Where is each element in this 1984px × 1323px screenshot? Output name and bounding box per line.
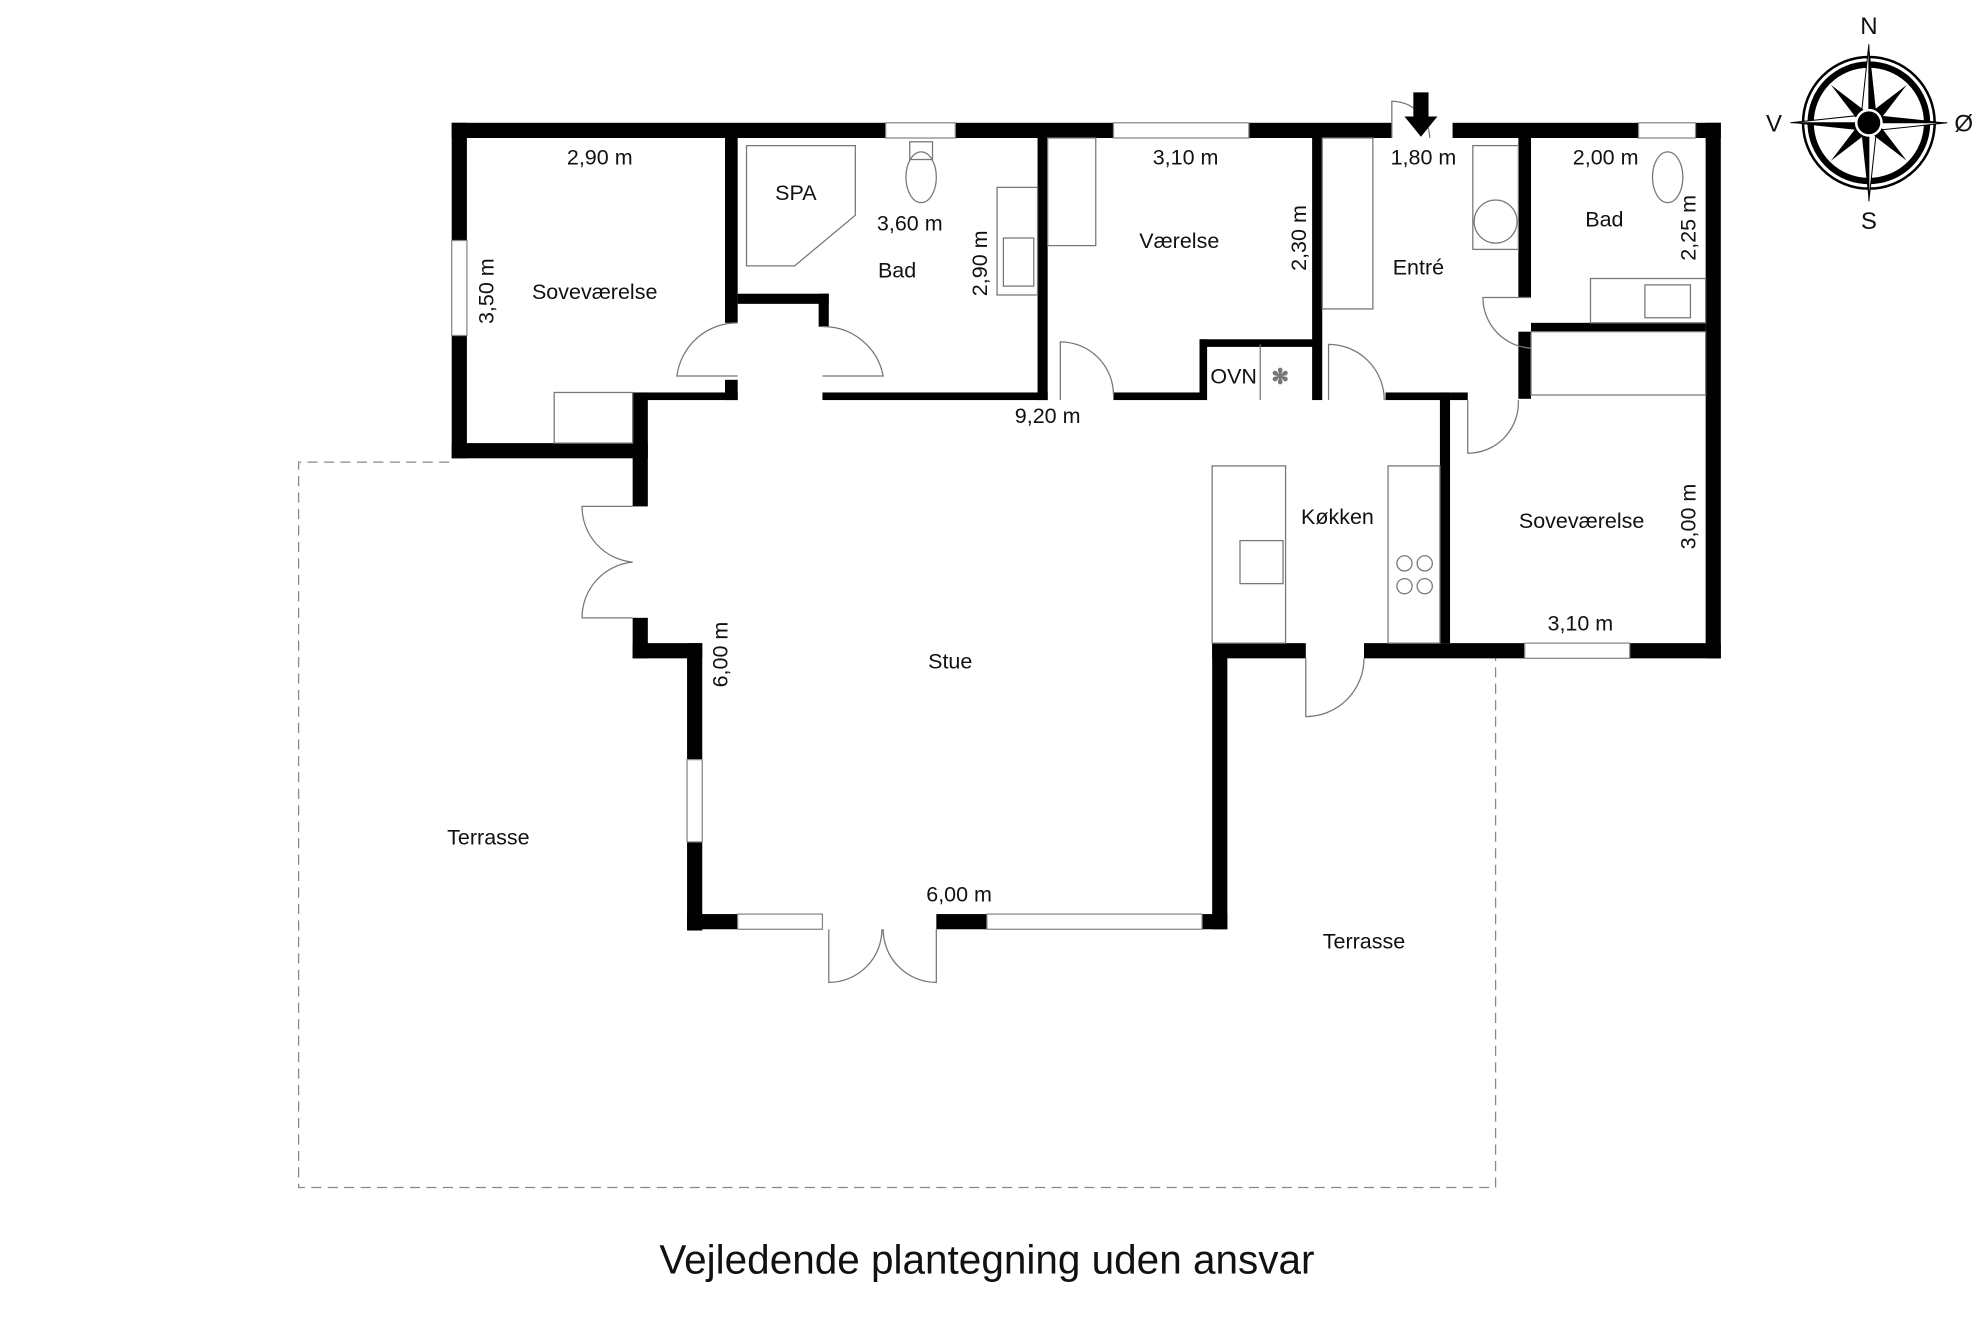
dim-label: 6,00 m [926,882,992,906]
room-label: Soveværelse [1519,509,1644,533]
sink-icon [996,186,1039,296]
toilet-icon [1651,151,1684,204]
dim-label: 3,00 m [1677,484,1701,550]
compass-south: S [1861,208,1877,235]
walls [451,122,1721,931]
dim-label: 6,00 m [709,622,733,688]
dim-label: 2,90 m [567,146,633,170]
dim-label: 3,10 m [1153,146,1219,170]
room-label: Terrasse [447,825,529,849]
labels: 2,90 m Soveværelse 3,50 m SPA 3,60 m Bad… [447,146,1700,1283]
counter [1387,465,1441,644]
counter [1211,465,1287,644]
compass-east: Ø [1954,111,1973,138]
room-label: Køkken [1301,505,1374,529]
room-label: Værelse [1139,229,1219,253]
overall-width-label: 9,20 m [1015,404,1081,428]
toilet-icon [905,151,937,204]
dim-label: 2,90 m [968,230,992,296]
dim-label: 3,10 m [1548,611,1614,635]
oven-label: OVN [1210,365,1257,389]
dim-label: 2,00 m [1573,146,1639,170]
dim-label: 3,50 m [474,258,498,324]
spa-tub [745,144,856,267]
washer-icon [1473,199,1518,244]
room-label: Bad [878,258,916,282]
stove-icon [1396,555,1413,572]
caption: Vejledende plantegning uden ansvar [659,1237,1314,1283]
compass-rose-icon: N S V Ø [1766,13,1973,235]
dim-label: 1,80 m [1391,146,1457,170]
dim-label: 2,25 m [1677,195,1701,261]
compass-north: N [1860,13,1877,40]
dim-label: 2,30 m [1287,205,1311,271]
sink-icon [1239,539,1284,585]
sink-icon [1644,284,1692,319]
dim-label: 3,60 m [877,211,943,235]
fixtures: ✻ [553,137,1707,644]
entrance-arrow-icon [1404,92,1438,137]
room-label: Stue [928,649,972,673]
freezer-icon: ✻ [1272,367,1289,389]
doors [581,100,1532,984]
room-label: Entré [1393,256,1444,280]
terrace-outline [297,461,1497,1189]
room-label: Bad [1585,208,1623,232]
room-label: Soveværelse [532,280,657,304]
room-label: Terrasse [1323,929,1405,953]
compass-west: V [1766,111,1782,138]
spa-label: SPA [775,181,817,205]
windows [451,122,1697,930]
